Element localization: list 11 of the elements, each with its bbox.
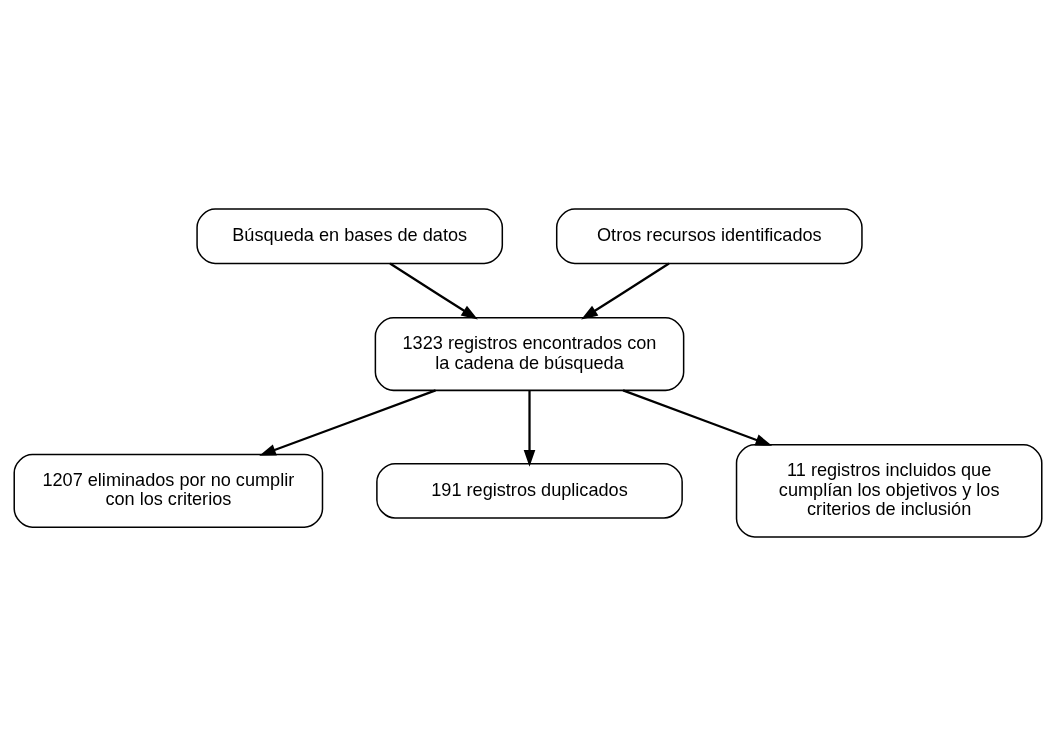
node-box: 1207 eliminados por no cumplir con los criterios xyxy=(13,453,324,528)
arrow xyxy=(622,389,773,446)
arrow xyxy=(389,262,478,320)
arrow xyxy=(523,390,536,467)
node-box: Búsqueda en bases de datos xyxy=(196,208,504,265)
arrow xyxy=(581,262,670,320)
node-box: Otros recursos identificados xyxy=(555,208,863,265)
node-box: 191 registros duplicados xyxy=(376,462,683,519)
node-box: 11 registros incluidos que cumplían los objetivos y los criterios de inclusión xyxy=(735,444,1043,538)
node-box: 1323 registros encontrados con la cadena de búsqueda xyxy=(374,317,685,392)
arrow xyxy=(259,389,436,456)
